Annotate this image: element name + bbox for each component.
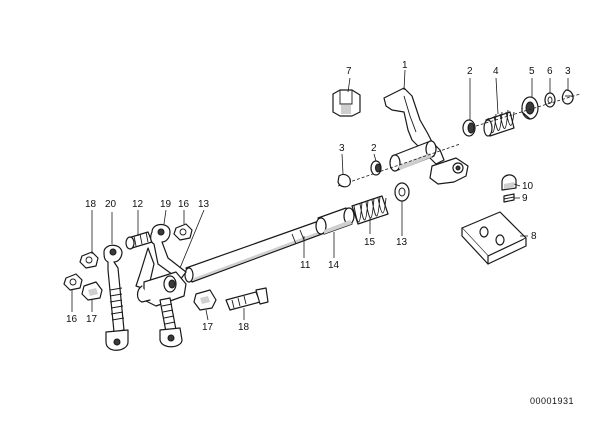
part-7-clip [332,89,361,117]
callout-14: 14 [328,260,340,271]
callout-16-upper: 16 [178,199,190,210]
callout-15: 15 [364,237,376,248]
callout-13-middle: 13 [396,237,408,248]
callout-4: 4 [493,66,499,77]
callout-3-upper: 3 [565,66,571,77]
callout-3-lower: 3 [339,143,345,154]
part-13-clamp-lever [136,271,187,307]
part-15-spring-middle [351,195,389,225]
part-18-nut-upper [79,251,99,269]
callout-7: 7 [346,66,352,77]
part-17-clip-right [193,289,217,311]
part-16-nut-upper [173,223,193,241]
callout-2-lower: 2 [371,143,377,154]
part-3-circlip-lower [337,173,351,188]
upper-axis-line [337,93,581,187]
part-3-circlip-upper [561,89,574,105]
part-17-clip-left [81,281,103,301]
callout-11: 11 [300,260,311,271]
part-12-bolt [125,231,153,250]
part-9-spring-washer [503,193,515,203]
part-4-spring-upper [483,109,515,137]
part-14-sleeve [315,207,355,235]
callout-10: 10 [522,181,534,192]
part-10-cap-nut [501,174,517,191]
callout-12: 12 [132,199,144,210]
callout-17-right: 17 [202,322,214,333]
callout-20: 20 [105,199,117,210]
callout-6: 6 [547,66,553,77]
callout-13-left: 13 [198,199,210,210]
callout-2-upper: 2 [467,66,473,77]
part-11-shift-rod [184,221,323,283]
leader-lines [71,69,569,321]
document-number: 00001931 [530,396,574,406]
callout-1: 1 [402,60,408,71]
part-16-nut-lower [63,273,83,291]
part-1-fork [429,157,469,185]
part-20-link-rod [103,244,129,351]
part-13-washer-middle [394,182,410,202]
callout-16-lower: 16 [66,314,78,325]
part-18-bolt-lower [225,287,269,311]
callout-8: 8 [531,231,537,242]
part-8-mounting-plate [461,211,527,265]
callout-labels: 7 1 2 4 5 6 3 3 2 10 9 8 18 20 12 19 16 … [66,60,571,333]
part-upper-tube [389,140,437,172]
part-2-bushing-lower [370,160,382,176]
callout-17-left: 17 [86,314,98,325]
callout-18-lower: 18 [238,322,250,333]
callout-5: 5 [529,66,535,77]
part-13-lower-rod [159,297,183,348]
callout-18-upper: 18 [85,199,97,210]
callout-9: 9 [522,193,528,204]
part-2-bushing-upper [462,119,476,137]
part-6-washer-upper [544,92,556,108]
callout-19: 19 [160,199,172,210]
